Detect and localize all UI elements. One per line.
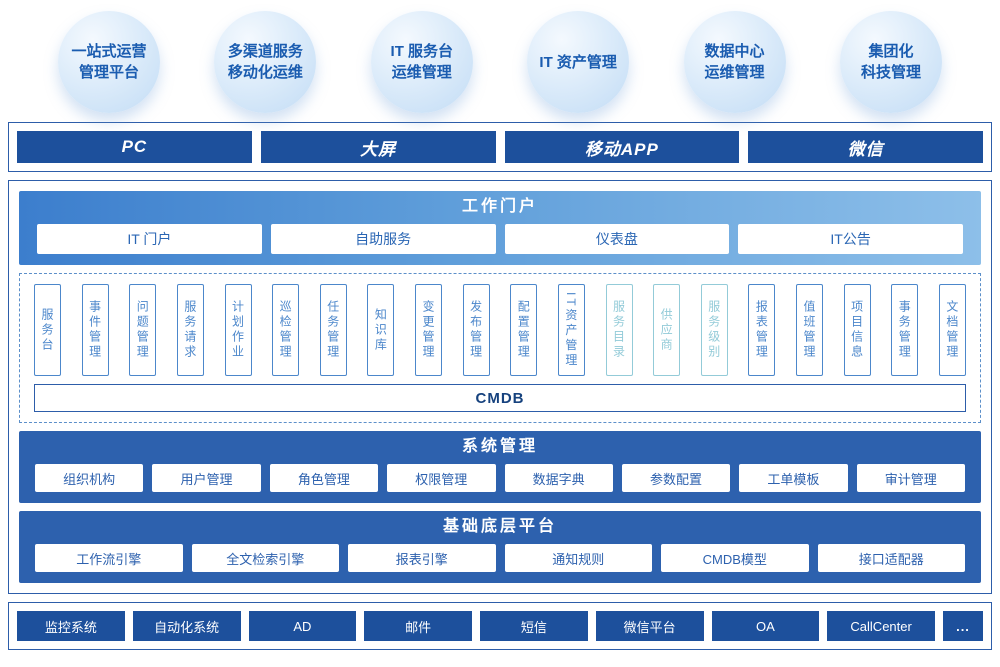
module-label: 发布管理 <box>468 300 483 360</box>
integration-sms: 短信 <box>480 611 588 641</box>
system-item: 角色管理 <box>269 464 379 492</box>
integration-monitoring: 监控系统 <box>17 611 125 641</box>
platform-item: 报表引擎 <box>348 544 496 572</box>
integration-wechat-platform: 微信平台 <box>595 611 704 641</box>
module-box: 报表管理 <box>748 284 776 376</box>
integration-oa: OA <box>711 611 820 641</box>
module-box: 事务管理 <box>891 284 919 376</box>
channel-bigscreen: 大屏 <box>260 131 496 163</box>
module-label: 任务管理 <box>325 300 340 360</box>
modules-row: 服务台 事件管理 问题管理 服务请求 计划作业 巡检管理 任务管理 知识库 变更… <box>30 284 970 376</box>
module-label: IT资产管理 <box>563 291 578 369</box>
portal-item-self-service: 自助服务 <box>270 224 496 254</box>
capability-bubble-4: IT 资产管理 <box>527 11 630 113</box>
module-label: 服务台 <box>40 307 54 353</box>
module-label: 文档管理 <box>944 300 959 360</box>
capability-bubble-1: 一站式运营 管理平台 <box>58 11 160 113</box>
channel-mobile-app: 移动APP <box>504 131 740 163</box>
integrations-panel: 监控系统 自动化系统 AD 邮件 短信 微信平台 OA CallCenter .… <box>8 602 992 650</box>
module-box: 问题管理 <box>129 284 157 376</box>
module-box: 任务管理 <box>319 284 347 376</box>
module-label: 服务请求 <box>182 300 197 360</box>
base-platform-title: 基础底层平台 <box>442 518 557 535</box>
modules-area: 服务台 事件管理 问题管理 服务请求 计划作业 巡检管理 任务管理 知识库 变更… <box>19 273 981 423</box>
module-box: 巡检管理 <box>272 284 300 376</box>
integration-email: 邮件 <box>364 611 472 641</box>
capability-bubble-5: 数据中心 运维管理 <box>683 11 786 113</box>
module-box: 事件管理 <box>81 284 109 376</box>
system-management-section: 系统管理 组织机构 用户管理 角色管理 权限管理 数据字典 参数配置 工单模板 … <box>19 431 981 503</box>
module-label: 值班管理 <box>802 300 816 360</box>
module-label: 知识库 <box>373 307 388 353</box>
module-label: 巡检管理 <box>278 300 293 360</box>
portal-items-row: IT 门户 自助服务 仪表盘 IT公告 <box>33 224 967 254</box>
main-panel: 工作门户 IT 门户 自助服务 仪表盘 IT公告 服务台 事件管理 问题管理 服… <box>8 180 992 594</box>
system-item: 组织机构 <box>35 464 144 492</box>
system-item: 工单模板 <box>739 464 848 492</box>
system-item: 权限管理 <box>387 464 496 492</box>
platform-item: 全文检索引擎 <box>191 544 339 572</box>
module-box: 服务台 <box>34 284 61 376</box>
module-label: 计划作业 <box>230 300 245 360</box>
module-box: IT资产管理 <box>557 284 585 376</box>
channels-panel: PC 大屏 移动APP 微信 <box>8 122 992 172</box>
module-box: 值班管理 <box>796 284 823 376</box>
platform-item: 工作流引擎 <box>35 544 183 572</box>
integration-ad: AD <box>248 611 357 641</box>
module-box: 文档管理 <box>938 284 966 376</box>
module-box: 供应商 <box>653 284 681 376</box>
module-label: 事务管理 <box>897 300 912 360</box>
module-label: 报表管理 <box>754 300 769 360</box>
module-box: 变更管理 <box>415 284 442 376</box>
module-label: 配置管理 <box>516 300 531 360</box>
portal-item-it-portal: IT 门户 <box>37 224 262 254</box>
module-label: 供应商 <box>659 307 674 353</box>
module-box: 服务级别 <box>700 284 728 376</box>
system-item: 用户管理 <box>152 464 261 492</box>
base-items-row: 工作流引擎 全文检索引擎 报表引擎 通知规则 CMDB模型 接口适配器 <box>31 544 969 572</box>
capability-bubble-2: 多渠道服务 移动化运维 <box>214 11 317 113</box>
system-item: 参数配置 <box>621 464 731 492</box>
system-management-title: 系统管理 <box>461 438 538 455</box>
work-portal-title: 工作门户 <box>461 198 538 215</box>
capability-bubbles-row: 一站式运营 管理平台 多渠道服务 移动化运维 IT 服务台 运维管理 IT 资产… <box>8 8 992 116</box>
portal-item-it-notice: IT公告 <box>738 224 963 254</box>
work-portal-section: 工作门户 IT 门户 自助服务 仪表盘 IT公告 <box>19 191 981 265</box>
system-item: 数据字典 <box>504 464 613 492</box>
platform-item: CMDB模型 <box>661 544 809 572</box>
module-box: 知识库 <box>367 284 395 376</box>
integration-automation: 自动化系统 <box>132 611 241 641</box>
module-box: 发布管理 <box>462 284 490 376</box>
module-label: 服务目录 <box>611 300 626 360</box>
module-box: 服务请求 <box>176 284 204 376</box>
module-label: 变更管理 <box>421 300 435 360</box>
platform-item: 接口适配器 <box>817 544 965 572</box>
module-label: 问题管理 <box>135 300 150 360</box>
module-box: 项目信息 <box>843 284 871 376</box>
cmdb-bar: CMDB <box>34 384 966 412</box>
module-box: 计划作业 <box>224 284 252 376</box>
module-box: 服务目录 <box>605 284 633 376</box>
capability-bubble-6: 集团化 科技管理 <box>839 11 942 113</box>
module-label: 事件管理 <box>87 300 102 360</box>
portal-item-dashboard: 仪表盘 <box>504 224 730 254</box>
base-platform-section: 基础底层平台 工作流引擎 全文检索引擎 报表引擎 通知规则 CMDB模型 接口适… <box>19 511 981 583</box>
module-label: 服务级别 <box>706 300 721 360</box>
platform-item: 通知规则 <box>504 544 652 572</box>
channel-pc: PC <box>17 131 252 163</box>
system-items-row: 组织机构 用户管理 角色管理 权限管理 数据字典 参数配置 工单模板 审计管理 <box>31 464 969 492</box>
module-box: 配置管理 <box>510 284 538 376</box>
system-item: 审计管理 <box>856 464 965 492</box>
module-label: 项目信息 <box>849 300 864 360</box>
integration-more: ... <box>943 611 983 641</box>
capability-bubble-3: IT 服务台 运维管理 <box>370 11 473 113</box>
channel-wechat: 微信 <box>748 131 983 163</box>
integration-callcenter: CallCenter <box>827 611 935 641</box>
